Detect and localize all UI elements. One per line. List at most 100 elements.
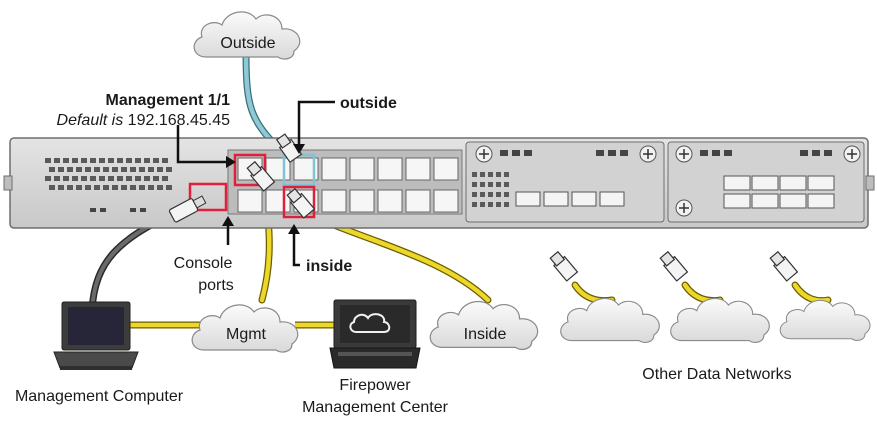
vent-hole (504, 202, 509, 207)
vent-hole (121, 185, 127, 190)
vent-hole (85, 185, 91, 190)
rj45-port (293, 157, 319, 181)
vent-hole (496, 182, 501, 187)
vent-hole (144, 176, 150, 181)
server-icon (329, 299, 421, 369)
vent-hole (58, 167, 64, 172)
vent-hole (126, 158, 132, 163)
vent-hole (90, 158, 96, 163)
data-network-cloud-2 (670, 297, 771, 344)
vent-hole (67, 185, 73, 190)
vent-hole (480, 182, 485, 187)
rj45-port (349, 189, 375, 213)
rj45-port (349, 157, 375, 181)
rj45-port (321, 157, 347, 181)
mgmt-cloud-label: Mgmt (226, 326, 267, 343)
vent-hole (472, 182, 477, 187)
rj45-port (265, 189, 291, 213)
vent-hole (90, 176, 96, 181)
vent-hole (76, 185, 82, 190)
vent-hole (72, 158, 78, 163)
vent-hole (472, 172, 477, 177)
rj45-port (237, 189, 263, 213)
vent-hole (166, 167, 172, 172)
vent-hole (49, 167, 55, 172)
data-network-cloud-3 (779, 299, 871, 342)
mgmt-title-label: Management 1/1 (106, 92, 231, 109)
vent-hole (103, 167, 109, 172)
vent-hole (157, 167, 163, 172)
fmc-label-line2: Management Center (302, 399, 449, 416)
console-connector (168, 195, 207, 223)
vent-hole (81, 176, 87, 181)
vent-hole (139, 167, 145, 172)
vent-hole (67, 167, 73, 172)
console-port-arrow (222, 216, 234, 245)
data-connector-1 (549, 250, 579, 282)
vent-hole (480, 172, 485, 177)
vent-hole (54, 158, 60, 163)
vent-hole (139, 185, 145, 190)
vent-hole (108, 158, 114, 163)
vent-hole (58, 185, 64, 190)
vent-hole (157, 185, 163, 190)
console-label-line2: ports (198, 277, 234, 294)
inside-connector (286, 187, 316, 219)
network-module-1 (465, 141, 665, 223)
vent-hole (144, 158, 150, 163)
vent-hole (496, 192, 501, 197)
vent-hole (496, 202, 501, 207)
vent-hole (148, 167, 154, 172)
vent-hole (472, 202, 477, 207)
vent-hole (121, 167, 127, 172)
rj45-port (433, 157, 459, 181)
vent-hole (63, 158, 69, 163)
vent-hole (480, 202, 485, 207)
vent-hole (76, 167, 82, 172)
vent-hole (81, 158, 87, 163)
inside-port-arrow (288, 224, 300, 267)
vent-hole (153, 158, 159, 163)
indicator-leds (90, 208, 146, 212)
vent-hole (112, 185, 118, 190)
vent-hole (504, 172, 509, 177)
data-connector-2 (659, 250, 689, 282)
vent-hole (85, 167, 91, 172)
vent-hole (112, 167, 118, 172)
inside-cloud-label: Inside (464, 326, 507, 343)
rj45-port (405, 157, 431, 181)
vent-hole (166, 185, 172, 190)
rj45-port (377, 157, 403, 181)
mgmt-connector (246, 160, 276, 192)
vent-hole (45, 158, 51, 163)
vent-hole (496, 172, 501, 177)
console-cable (88, 211, 174, 314)
rj45-port (321, 189, 347, 213)
inside-port-highlight (282, 185, 316, 219)
vent-hole (148, 185, 154, 190)
other-networks-label: Other Data Networks (642, 366, 791, 383)
vent-hole (49, 185, 55, 190)
network-module-2 (667, 141, 865, 223)
vent-hole (488, 172, 493, 177)
outside-cloud-label: Outside (220, 35, 275, 52)
vent-hole (135, 176, 141, 181)
vent-hole (99, 158, 105, 163)
data-network-cloud-1 (560, 297, 661, 344)
console-label-line1: Console (174, 255, 233, 272)
vent-hole (480, 192, 485, 197)
vent-hole (54, 176, 60, 181)
inside-port-label: inside (306, 258, 352, 275)
vent-hole (72, 176, 78, 181)
vent-hole (504, 192, 509, 197)
vent-hole (126, 176, 132, 181)
vent-hole (99, 176, 105, 181)
vent-hole (472, 192, 477, 197)
vent-hole (130, 167, 136, 172)
rj45-port (433, 189, 459, 213)
vent-hole (504, 182, 509, 187)
vent-hole (94, 185, 100, 190)
vent-hole (488, 182, 493, 187)
outside-port-label: outside (340, 95, 397, 112)
